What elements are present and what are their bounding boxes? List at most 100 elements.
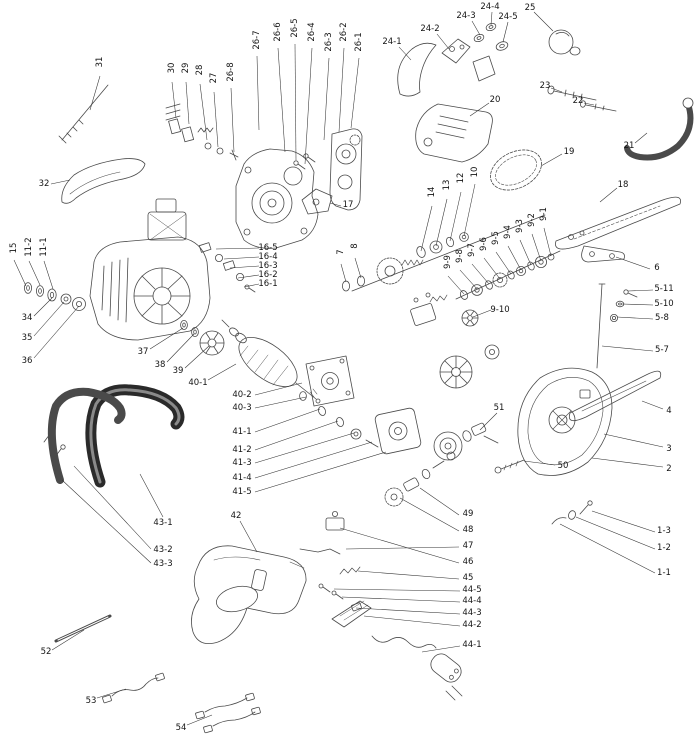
leader-line-35	[33, 301, 65, 337]
leader-line-54	[186, 714, 213, 726]
leader-line-1-3	[591, 510, 656, 533]
leader-line-2	[591, 457, 664, 468]
leader-line-5-10	[621, 303, 654, 306]
part-fan-39	[180, 319, 225, 356]
leader-line-41-2	[254, 420, 339, 451]
part-cable-44	[331, 600, 463, 701]
leader-line-9-8	[459, 269, 478, 290]
part-cables-53-54	[102, 672, 261, 734]
part-screw-31	[58, 84, 109, 144]
leader-line-40-1	[207, 363, 237, 381]
leader-line-43-2	[73, 465, 152, 550]
leader-line-27	[213, 91, 219, 148]
leader-line-18	[599, 187, 618, 203]
leader-line-49	[419, 487, 460, 516]
leader-line-9-7	[471, 263, 490, 285]
leader-line-29	[185, 81, 190, 125]
leader-line-19	[540, 153, 563, 167]
leader-line-40-2	[254, 382, 303, 396]
part-rear-housing-42	[191, 545, 307, 645]
part-screws-22-23	[547, 85, 617, 112]
leader-line-23	[550, 87, 563, 93]
leader-line-26-2	[338, 47, 345, 133]
leader-line-50	[523, 460, 556, 466]
part-bracket-17	[301, 188, 333, 215]
part-bearing-plate-40	[299, 355, 355, 407]
part-scabbard-4	[568, 370, 662, 422]
leader-line-28	[199, 83, 208, 141]
leader-line-26-8	[230, 87, 235, 153]
leader-line-8	[354, 257, 362, 279]
part-gear-train	[341, 214, 561, 389]
part-cover-20	[415, 103, 493, 163]
leader-line-17	[329, 202, 342, 207]
artwork-lines	[23, 22, 694, 734]
leader-line-30	[171, 81, 177, 119]
leader-line-20	[469, 102, 490, 117]
leader-line-16-3	[229, 265, 260, 269]
part-side-plate	[329, 128, 363, 211]
leader-line-41-1	[254, 408, 321, 433]
leader-line-44-3	[355, 607, 461, 615]
part-armature-40	[221, 319, 318, 400]
leader-line-16-2	[237, 274, 260, 279]
leader-line-45	[357, 570, 460, 580]
part-gearbox-41	[318, 406, 422, 455]
part-bolts-5-6	[581, 245, 638, 369]
leader-lines	[13, 11, 664, 726]
leader-line-44-5	[333, 588, 461, 592]
leader-line-41-5	[254, 451, 387, 493]
leader-line-24-5	[502, 21, 509, 43]
leader-line-24-2	[436, 33, 450, 50]
leader-line-43-1	[139, 473, 164, 518]
leader-line-32	[50, 179, 71, 185]
leader-line-1-2	[575, 516, 656, 550]
leader-line-6	[615, 256, 651, 270]
part-drive-pinion	[384, 451, 456, 507]
leader-line-14	[420, 205, 433, 252]
leader-line-4	[641, 400, 664, 410]
part-clutch-51	[433, 422, 499, 461]
leader-line-52	[51, 629, 85, 651]
leader-line-24-3	[471, 20, 481, 36]
leader-line-9-3	[519, 239, 532, 266]
leader-line-16-1	[243, 283, 260, 288]
leader-line-9-6	[483, 257, 501, 280]
leader-line-22	[583, 102, 595, 106]
leader-line-44-4	[341, 596, 461, 603]
leader-line-26-7	[256, 55, 260, 131]
leader-line-5-7	[601, 345, 654, 352]
part-knob-25	[548, 29, 581, 56]
leader-line-51	[479, 412, 498, 431]
leader-line-1-1	[559, 523, 656, 574]
leader-line-15	[13, 259, 27, 287]
leader-line-37	[149, 327, 184, 350]
leader-line-11-2	[28, 260, 41, 286]
leader-line-26-6	[277, 47, 286, 153]
part-guard-32	[61, 158, 146, 204]
leader-line-34	[33, 297, 53, 317]
leader-line-24-1	[398, 46, 412, 61]
part-front-handle-43	[43, 384, 185, 488]
leader-line-5-11	[627, 289, 654, 292]
leader-line-46	[339, 527, 460, 564]
part-switch-45-47	[299, 510, 361, 600]
leader-line-9-10	[472, 309, 492, 318]
part-tool-21	[624, 97, 694, 161]
leader-line-53	[96, 688, 127, 699]
leader-line-9-5	[495, 251, 512, 275]
part-guide-bar-18	[555, 196, 681, 250]
leader-line-9-4	[507, 245, 522, 271]
leader-line-24-4	[490, 11, 493, 26]
leader-line-26-1	[350, 57, 360, 129]
part-chain-catcher-1	[551, 500, 593, 525]
leader-line-9-2	[531, 233, 542, 262]
leader-line-48	[399, 497, 460, 532]
leader-line-9-1	[543, 227, 552, 257]
leader-line-16-5	[215, 247, 260, 250]
leader-line-40-3	[254, 396, 307, 409]
leader-line-36	[33, 305, 80, 359]
leader-line-42	[239, 520, 258, 553]
leader-line-11-1	[43, 260, 54, 290]
